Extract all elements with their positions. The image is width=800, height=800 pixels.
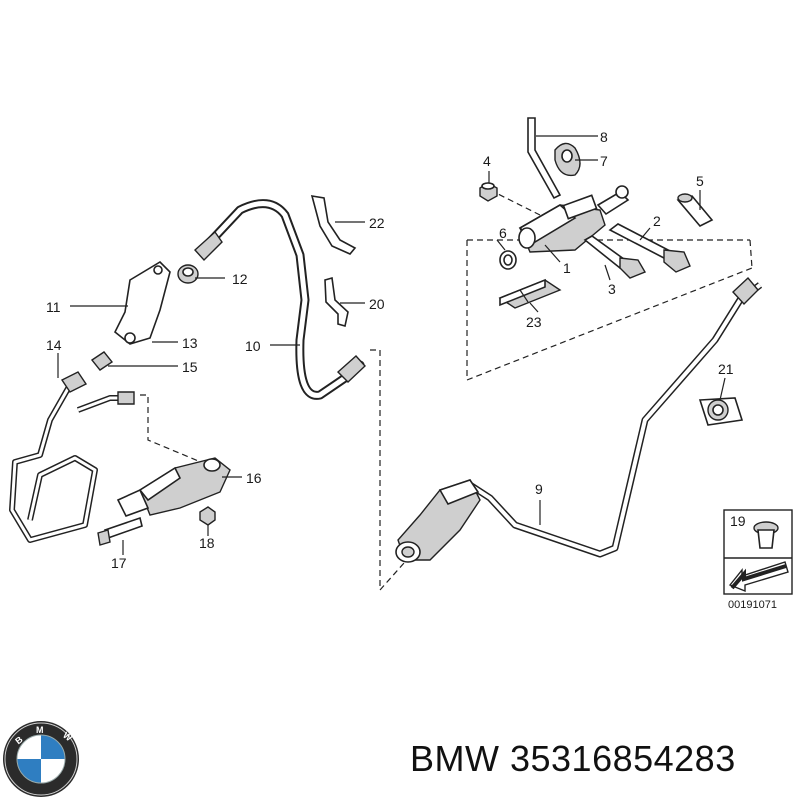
part-5-pin <box>676 193 714 227</box>
callout-12: 12 <box>232 271 248 287</box>
part-9-hose-fitting <box>395 479 481 563</box>
callout-4: 4 <box>483 153 491 169</box>
inset-code: 00191071 <box>728 599 777 611</box>
callout-8: 8 <box>600 129 608 145</box>
part-1-master-cylinder <box>518 185 630 253</box>
part-15-fitting <box>90 351 114 371</box>
callout-15: 15 <box>182 359 198 375</box>
callout-16: 16 <box>246 470 262 486</box>
callout-18: 18 <box>199 535 215 551</box>
arrow-icon <box>728 561 789 593</box>
leader-lines <box>57 135 726 555</box>
part-11-bracket <box>113 260 171 345</box>
part-18-nut <box>199 506 216 526</box>
callout-17: 17 <box>111 555 127 571</box>
bmw-logo: B M W <box>3 721 79 797</box>
callout-20: 20 <box>369 296 385 312</box>
part-7-clip <box>554 142 581 177</box>
callout-7: 7 <box>600 153 608 169</box>
callout-14: 14 <box>46 337 62 353</box>
callout-22: 22 <box>369 215 385 231</box>
part-9-pipe <box>468 276 763 558</box>
callout-1: 1 <box>563 260 571 276</box>
callout-11: 11 <box>46 299 61 315</box>
part-14-pipe <box>9 371 135 543</box>
part-6-o-ring <box>499 250 517 270</box>
part-4-nut <box>479 182 498 202</box>
logo-letter-m: M <box>36 725 44 735</box>
part-10-hose <box>194 199 366 400</box>
part-22-bracket <box>310 195 357 255</box>
callout-10: 10 <box>245 338 261 354</box>
callout-labels: 8 7 4 5 2 6 1 3 23 21 9 22 20 10 12 11 1… <box>46 129 734 571</box>
dash-line-to-slave <box>140 394 221 471</box>
inset-box: 19 00191071 <box>723 509 793 611</box>
dash-line-to-hose <box>370 349 421 592</box>
part-2-bolt <box>608 223 691 273</box>
callout-3: 3 <box>608 281 616 297</box>
logo-letter-b: B <box>13 734 25 746</box>
callout-6: 6 <box>499 225 507 241</box>
part-17-bolt <box>97 516 143 546</box>
assembly-boundary <box>466 239 753 381</box>
callout-9: 9 <box>535 481 543 497</box>
callout-2: 2 <box>653 213 661 229</box>
part-21-grommet <box>698 397 744 426</box>
part-19-rivet <box>753 521 779 549</box>
callout-13: 13 <box>182 335 198 351</box>
brand-caption: BMW 35316854283 <box>410 738 736 779</box>
callout-19: 19 <box>730 513 746 529</box>
part-8-rod <box>527 117 562 200</box>
part-23-sensor <box>498 278 562 309</box>
callout-21: 21 <box>718 361 734 377</box>
callout-5: 5 <box>696 173 704 189</box>
callout-23: 23 <box>526 314 542 330</box>
part-16-slave-cylinder <box>116 457 231 517</box>
part-12-grommet <box>177 264 199 284</box>
part-3-bolt <box>583 235 647 279</box>
part-20-bracket <box>324 276 349 328</box>
